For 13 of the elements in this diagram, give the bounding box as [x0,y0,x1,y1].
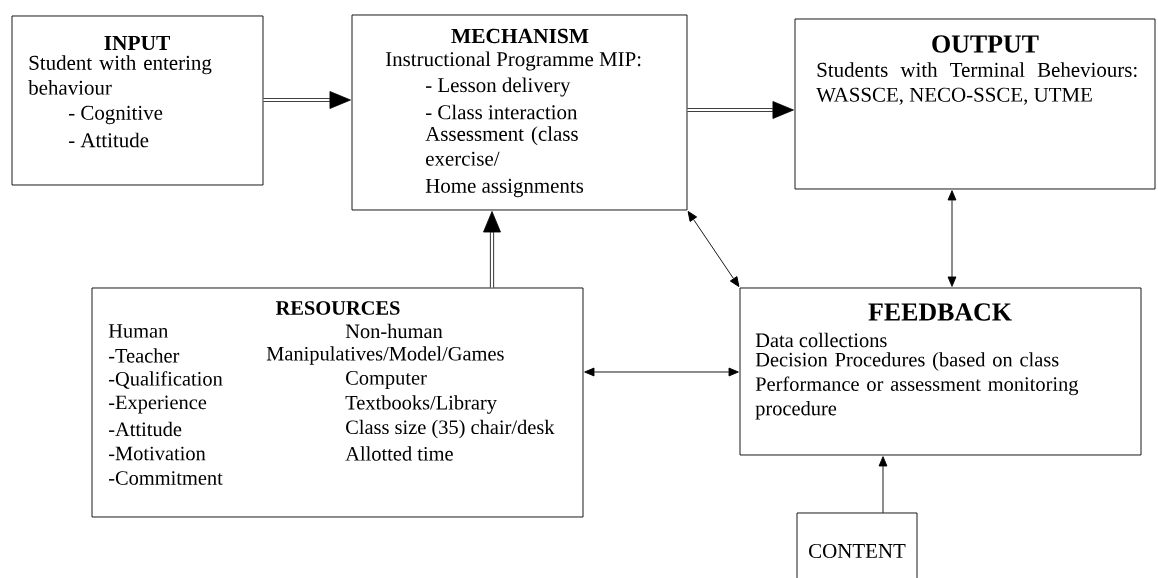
arrow [263,91,351,109]
arrow [687,211,740,287]
process-box: MECHANISM Instructional Programme MIP: - Lesson delivery - Class interaction Assessment (class exercise/ Home assignments [351,14,688,211]
arrow [584,367,739,377]
arrow [947,190,957,287]
process-box: INPUT Student with entering behaviour - Cognitive - Attitude [11,15,264,186]
process-box: RESOURCES Human -Teacher -Qualification -Experience -Attitude -Motivation -Commitment Non-human Manipulatives/Model/Games Computer Textbooks/Library Class size (35) chair/desk Allotted time [91,287,584,518]
process-box: CONTENT [796,512,918,578]
process-box: OUTPUT Students with Terminal Beheviours: WASSCE, NECO-SSCE, UTME [794,18,1156,190]
arrow [483,211,501,288]
process-box: FEEDBACK Data collections Decision Procedures (based on class Performance or assessment monitoring procedure [739,287,1142,456]
arrow [687,101,794,119]
arrow [878,456,888,514]
